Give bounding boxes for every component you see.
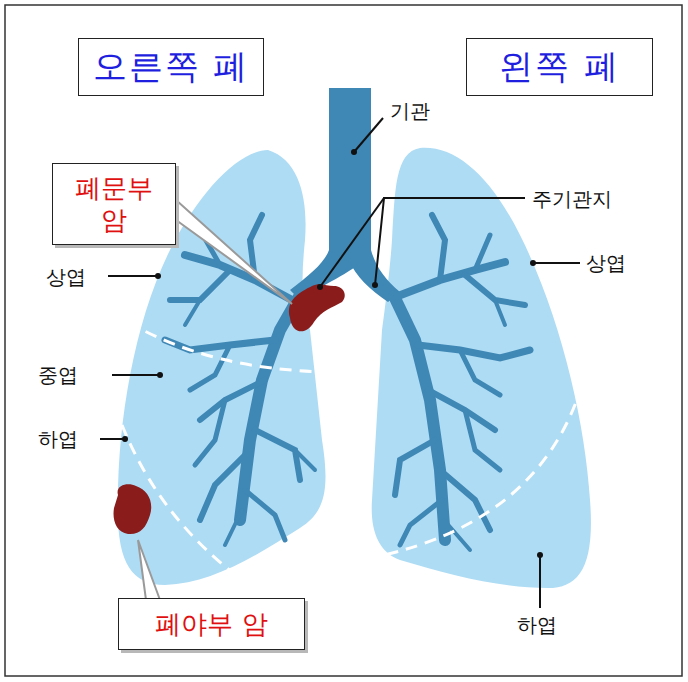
leader-dot: [122, 149, 543, 558]
part-label: 하엽: [515, 612, 559, 639]
left-lung: [372, 148, 591, 588]
part-label: 주기관지: [530, 186, 614, 213]
callout-box: 폐문부 암: [52, 163, 176, 245]
hilar-tumor: [289, 284, 345, 331]
bronchial-tree: [165, 215, 530, 550]
part-label: 상엽: [44, 264, 88, 291]
box-text: 오른쪽 폐: [93, 44, 250, 90]
box-text: 폐야부 암: [155, 608, 267, 641]
title-box: 왼쪽 폐: [466, 38, 653, 96]
peripheral-tumor: [114, 484, 152, 534]
box-text: 폐문부 암: [69, 172, 159, 237]
frame: [5, 5, 682, 676]
callout-wedge: [138, 200, 292, 600]
fissure: [122, 322, 582, 582]
part-label: 상엽: [584, 250, 628, 277]
part-label: 기관: [388, 98, 432, 125]
part-label: 중엽: [36, 362, 80, 389]
callout-box: 폐야부 암: [118, 598, 305, 650]
part-label: 하엽: [36, 426, 80, 453]
trachea: [329, 88, 371, 258]
title-box: 오른쪽 폐: [78, 38, 264, 96]
box-text: 왼쪽 폐: [499, 44, 620, 90]
